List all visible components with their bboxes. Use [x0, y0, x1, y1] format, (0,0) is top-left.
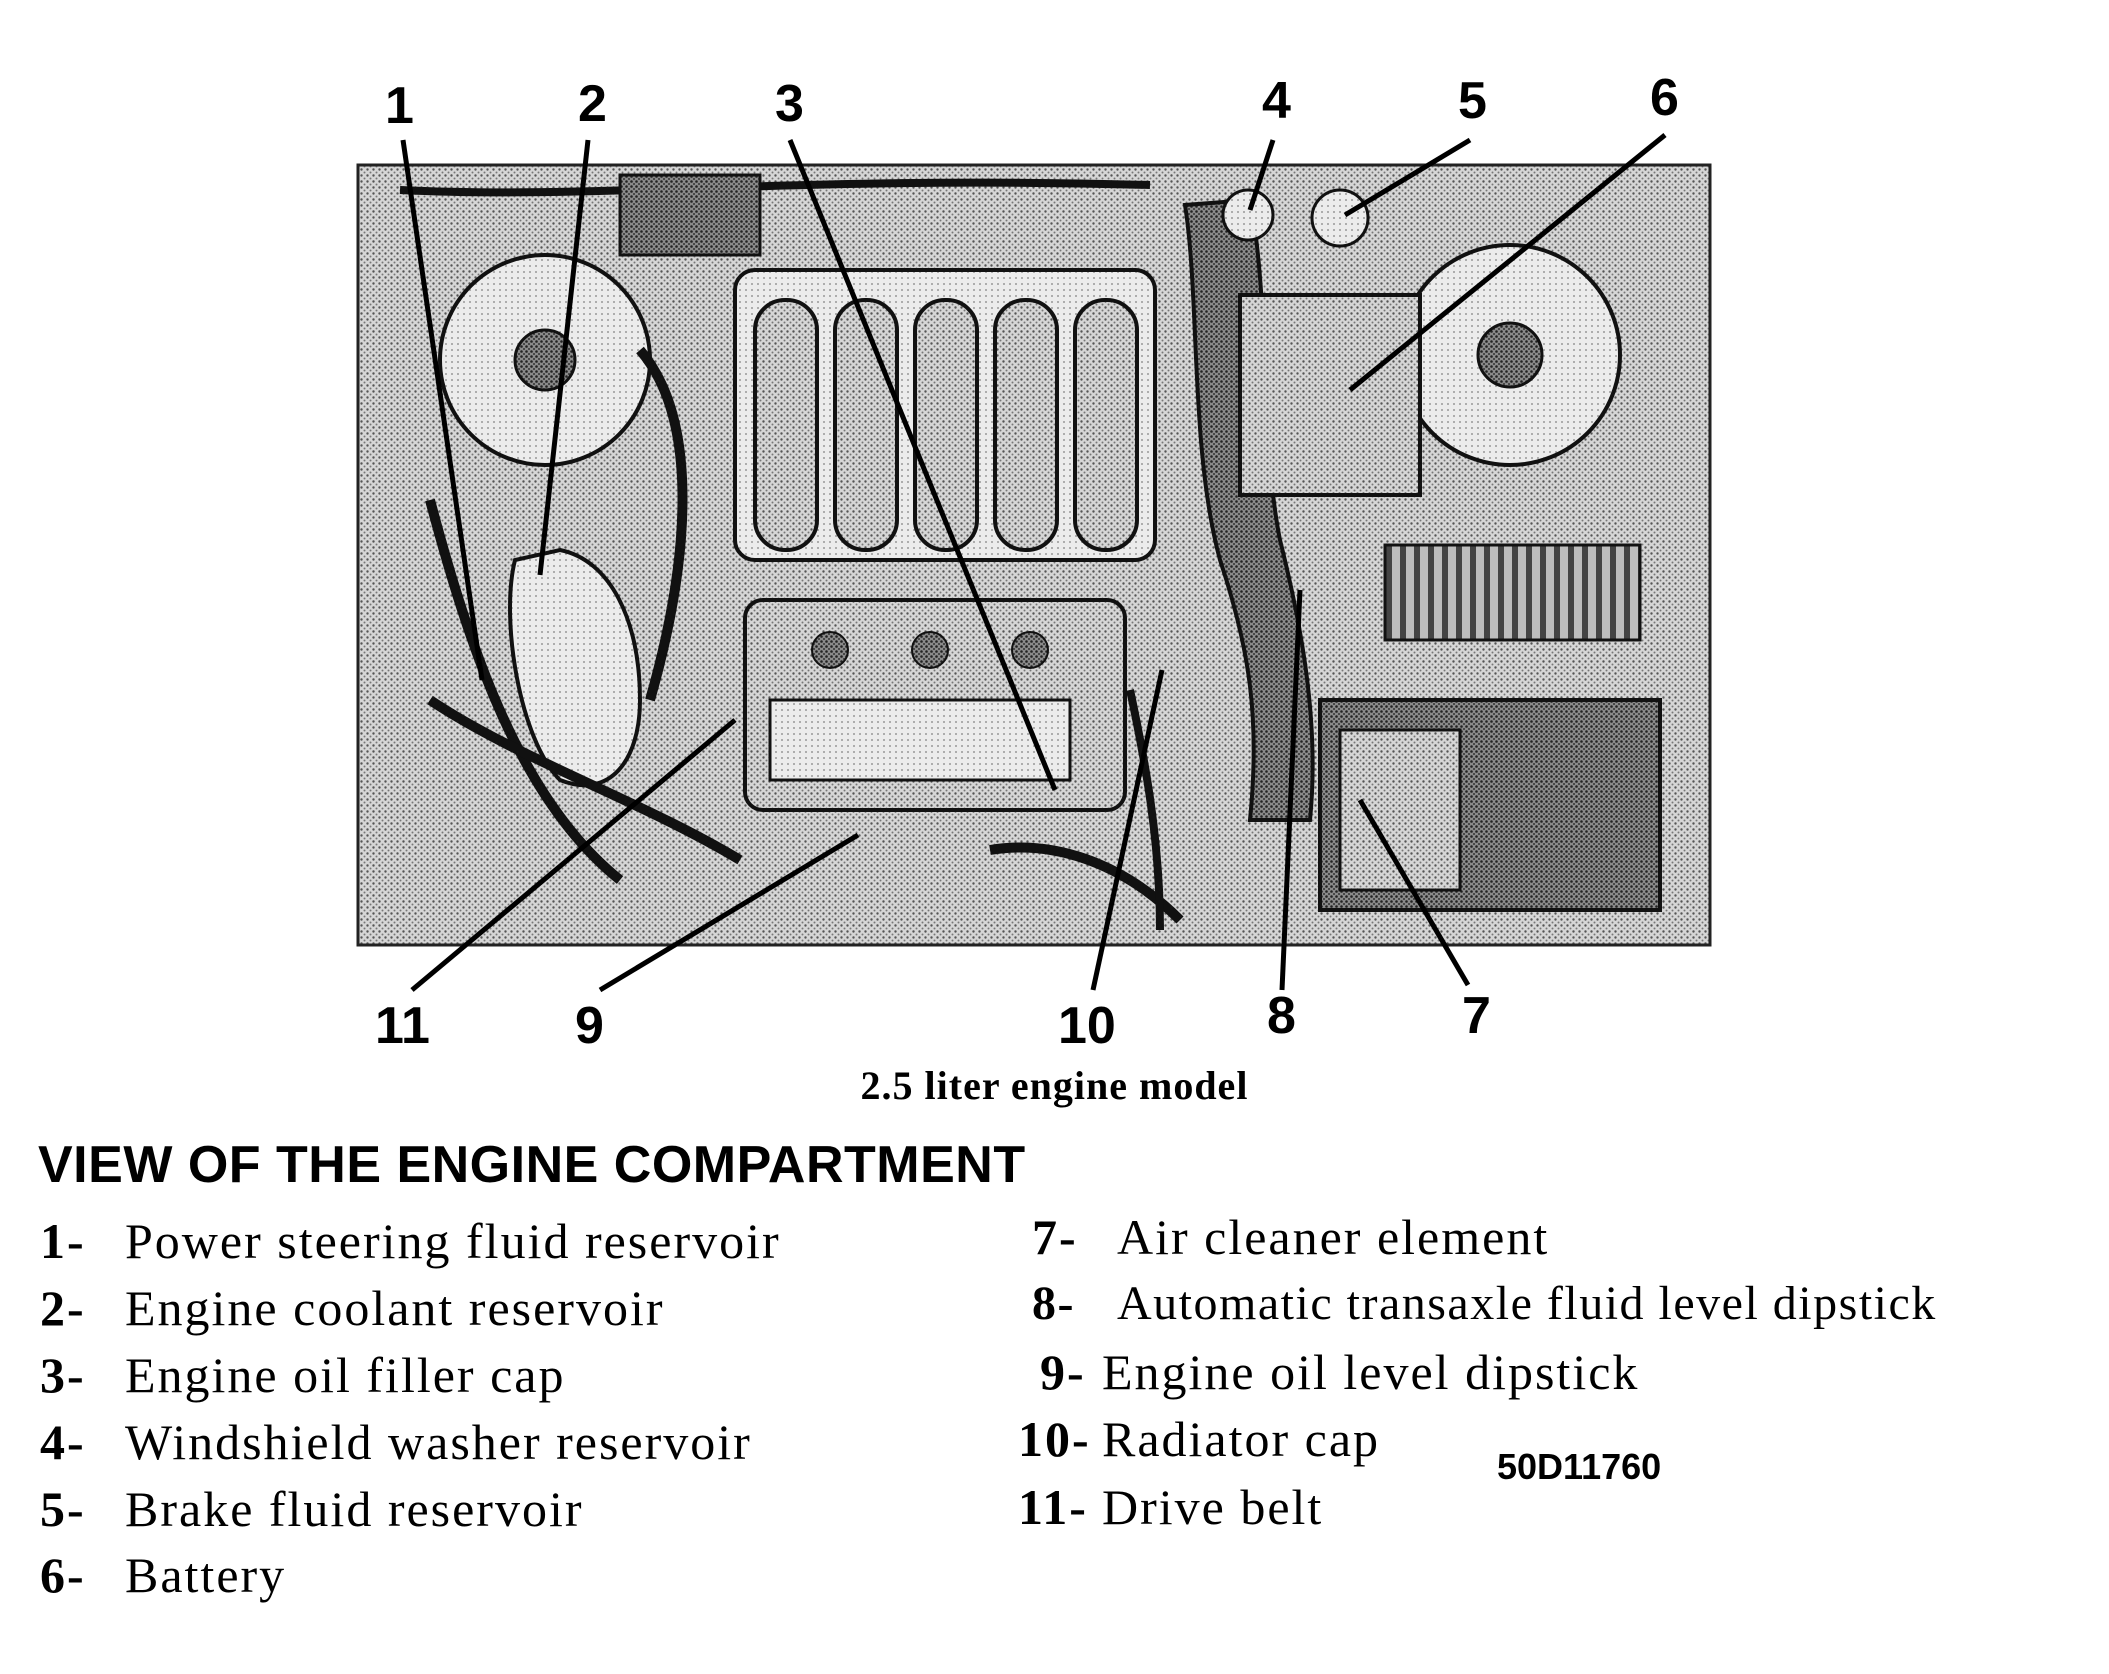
- legend-label: Air cleaner element: [1117, 1209, 1550, 1265]
- legend-number: 8-: [1032, 1277, 1075, 1330]
- legend-number: 5-: [40, 1481, 86, 1537]
- engine-photo: [356, 163, 1712, 947]
- legend-number: 2-: [40, 1280, 86, 1336]
- legend-number: 9-: [1040, 1344, 1086, 1400]
- legend-item-2: 2- Engine coolant reservoir: [40, 1279, 664, 1337]
- leader-line-2: [537, 139, 591, 576]
- legend-number: 11-: [1018, 1479, 1088, 1535]
- legend-label: Drive belt: [1102, 1479, 1324, 1535]
- callout-8: 8: [1267, 987, 1296, 1045]
- legend-item-4: 4- Windshield washer reservoir: [40, 1413, 752, 1471]
- legend-number: 4-: [40, 1414, 86, 1470]
- callout-4: 4: [1262, 72, 1291, 130]
- leader-line-8: [1279, 589, 1303, 991]
- leader-line-3: [787, 139, 1058, 791]
- legend-number: 1-: [40, 1213, 86, 1269]
- callout-10: 10: [1058, 997, 1116, 1055]
- legend-label: Battery: [125, 1547, 287, 1603]
- callout-3: 3: [775, 75, 804, 133]
- legend-number: 7-: [1032, 1209, 1078, 1265]
- legend-label: Automatic transaxle fluid level dipstick: [1117, 1277, 1937, 1330]
- legend-item-7: 7- Air cleaner element: [1032, 1208, 1549, 1266]
- callout-7: 7: [1462, 987, 1491, 1045]
- leader-line-5: [1343, 137, 1472, 218]
- leader-line-9: [598, 832, 860, 993]
- legend-number: 3-: [40, 1347, 86, 1403]
- callout-9: 9: [575, 997, 604, 1055]
- legend-item-1: 1- Power steering fluid reservoir: [40, 1212, 781, 1270]
- legend-number: 6-: [40, 1547, 86, 1603]
- legend-label: Engine oil filler cap: [125, 1347, 566, 1403]
- legend-item-8: 8- Automatic transaxle fluid level dipsti…: [1032, 1276, 1937, 1331]
- figure-code: 50D11760: [1497, 1446, 1662, 1487]
- callout-5: 5: [1458, 72, 1487, 130]
- leader-line-10: [1090, 669, 1165, 991]
- legend-item-5: 5- Brake fluid reservoir: [40, 1480, 584, 1538]
- legend-item-9: 9- Engine oil level dipstick: [1040, 1343, 1639, 1401]
- callout-1: 1: [385, 77, 414, 135]
- legend-item-3: 3- Engine oil filler cap: [40, 1346, 565, 1404]
- leader-line-7: [1357, 798, 1471, 987]
- legend-label: Windshield washer reservoir: [125, 1414, 752, 1470]
- leader-line-11: [410, 718, 737, 992]
- legend-item-11: 11-Drive belt: [1018, 1478, 1323, 1536]
- leader-line-4: [1247, 139, 1276, 211]
- leader-line-1: [400, 139, 485, 681]
- legend-label: Engine coolant reservoir: [125, 1280, 665, 1336]
- legend-item-6: 6- Battery: [40, 1546, 286, 1604]
- callout-6: 6: [1650, 69, 1679, 127]
- leader-lines: [400, 133, 1667, 993]
- callout-11: 11: [375, 997, 430, 1055]
- legend-number: 10-: [1018, 1411, 1091, 1467]
- legend-label: Power steering fluid reservoir: [125, 1213, 781, 1269]
- figure-caption: 2.5 liter engine model: [860, 1063, 1249, 1108]
- legend-label: Radiator cap: [1102, 1411, 1381, 1467]
- legend-item-10: 10-Radiator cap: [1018, 1410, 1380, 1468]
- legend-label: Brake fluid reservoir: [125, 1481, 584, 1537]
- callout-2: 2: [578, 75, 607, 133]
- legend-label: Engine oil level dipstick: [1102, 1344, 1640, 1400]
- leader-line-6: [1348, 133, 1667, 392]
- legend-heading: VIEW OF THE ENGINE COMPARTMENT: [38, 1136, 1026, 1194]
